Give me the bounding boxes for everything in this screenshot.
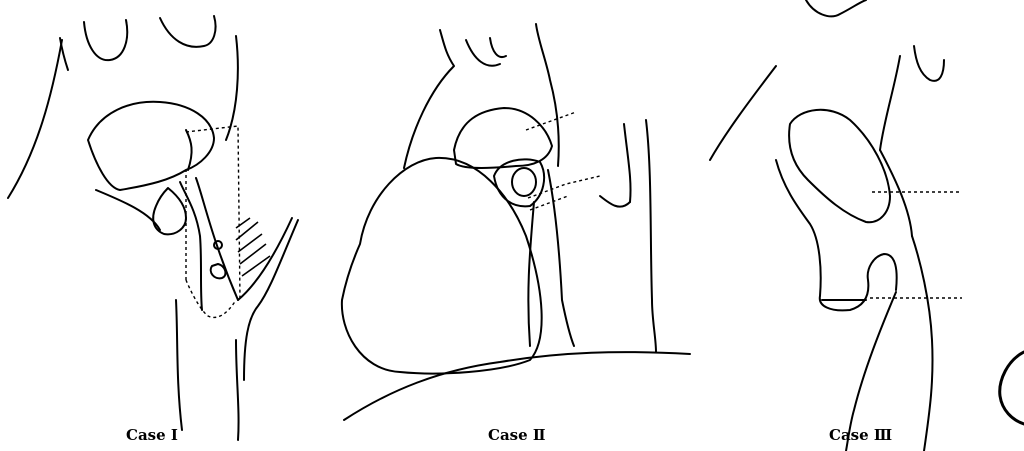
case-3-caption: Case Ⅲ — [829, 426, 892, 444]
case-1-caption: Case Ⅰ — [126, 426, 178, 444]
case-2-caption: Case Ⅱ — [488, 426, 546, 444]
case-3-drawing — [710, 0, 1024, 451]
case-2-drawing — [342, 24, 690, 420]
case-1-drawing — [8, 16, 298, 440]
